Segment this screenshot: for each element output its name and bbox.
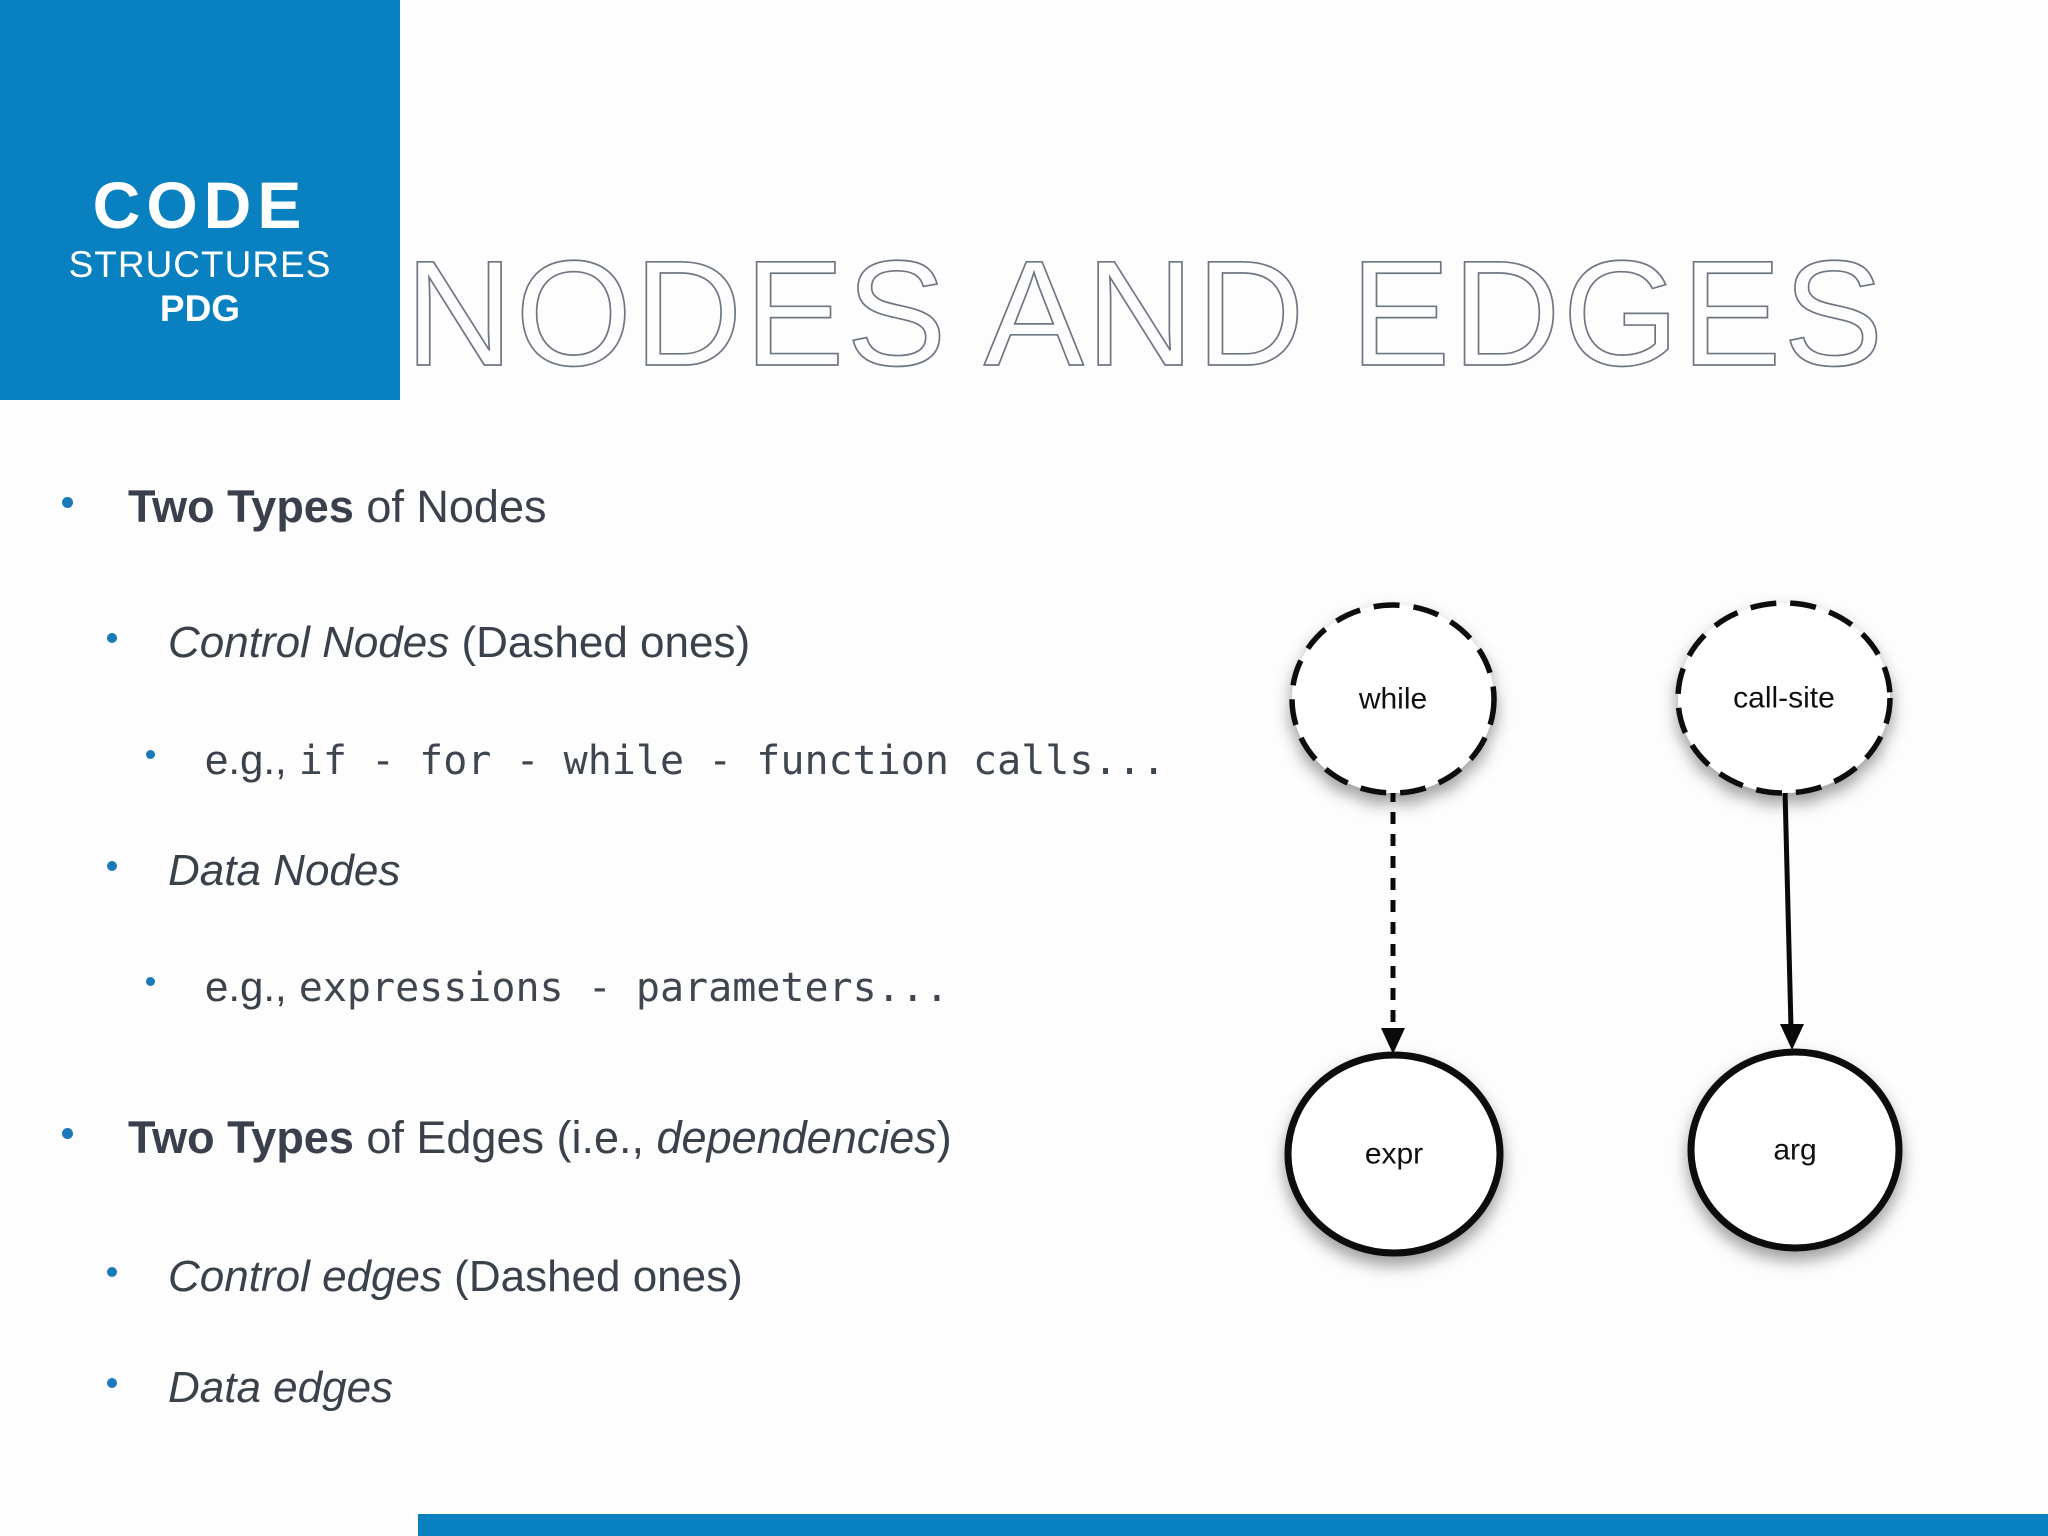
node-arg: arg [1687,1048,1903,1252]
bullet-text-bold: Two Types [128,1112,354,1163]
bullet-text-italic: Data Nodes [168,846,401,895]
bullet-code-text: expressions - parameters... [298,965,949,1011]
bullet-icon [107,633,117,643]
bullet-data-edges: Data edges [107,1361,394,1415]
bullet-text: e.g., [205,736,287,783]
brand-line-code: CODE [92,168,308,242]
bullet-text: ) [936,1112,952,1163]
brand-box: CODE STRUCTURES PDG [0,0,400,400]
node-call-site-label: call-site [1733,682,1835,715]
bullet-icon [146,977,155,986]
bullet-icon [146,750,155,759]
bullet-icon [107,861,117,871]
node-call-site: call-site [1675,600,1893,796]
bullet-text: of Edges (i.e., [353,1112,657,1163]
bullet-text: e.g., [205,963,287,1010]
bullet-control-examples: e.g.,if - for - while - function calls..… [146,733,1166,788]
bullet-control-nodes: Control Nodes (Dashed ones) [107,616,751,670]
bullet-text-italic: Control edges [168,1252,442,1301]
brand-line-structures: STRUCTURES [68,244,332,285]
edge-data-solid [1780,789,1804,1050]
bullet-two-types-nodes: Two Types of Nodes [62,480,547,534]
edge-control-dashed [1381,790,1405,1054]
bullet-data-examples: e.g.,expressions - parameters... [146,960,949,1015]
bullet-icon [62,1128,73,1139]
pdg-diagram: while call-site expr arg [1284,600,1903,1257]
brand-line-pdg: PDG [159,288,241,329]
bullet-text-italic: dependencies [656,1112,937,1163]
bullet-text: (Dashed ones) [449,618,751,667]
bullet-text-bold: Two Types [128,481,354,532]
bullet-text-italic: Control Nodes [168,618,450,667]
bullet-text: (Dashed ones) [441,1252,743,1301]
bullet-two-types-edges: Two Types of Edges (i.e., dependencies) [62,1111,952,1165]
bullet-icon [62,497,73,508]
bullet-icon [107,1267,117,1277]
node-while-label: while [1358,683,1427,716]
node-arg-label: arg [1773,1134,1816,1167]
bullet-code-text: if - for - while - function calls... [298,738,1166,784]
node-expr: expr [1284,1051,1504,1257]
bullet-text-italic: Data edges [168,1363,394,1412]
bullet-icon [107,1378,117,1388]
bullet-control-edges: Control edges (Dashed ones) [107,1250,743,1304]
node-while: while [1289,602,1497,796]
bullet-text: of Nodes [353,481,547,532]
bottom-accent-bar [418,1514,2048,1536]
node-expr-label: expr [1365,1138,1423,1171]
page-title: NODES AND EDGES [404,229,1886,397]
bullet-data-nodes: Data Nodes [107,844,401,898]
